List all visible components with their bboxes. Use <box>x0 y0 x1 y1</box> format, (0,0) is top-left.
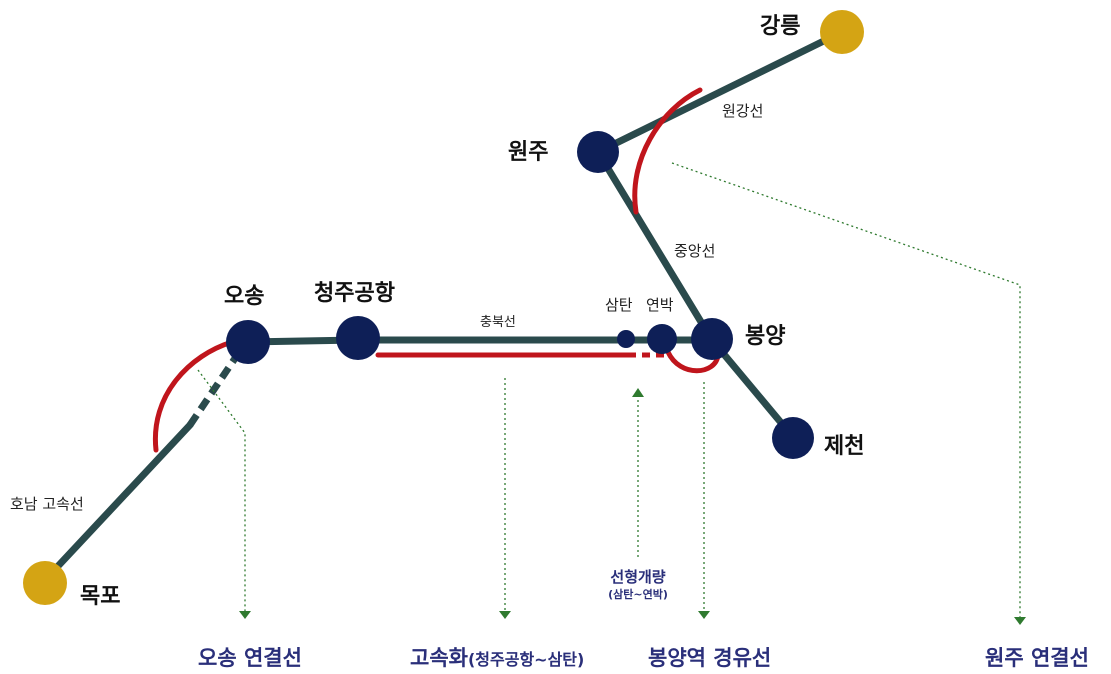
section-label-bongyang-via: 봉양역 경유선 <box>648 646 772 670</box>
bongyang-via-curve <box>665 349 721 374</box>
station-label-mokpo: 목포 <box>80 584 121 609</box>
section-label-osong-link: 오송 연결선 <box>198 646 302 670</box>
pointer-lines <box>197 162 1026 625</box>
jungang-line-south <box>708 336 797 441</box>
alignment-note: 선형개량 (삼탄~연박) <box>592 568 684 601</box>
station-cheongju-airport <box>336 316 380 360</box>
osong-connection-curve <box>152 339 235 453</box>
osong-arrowhead <box>239 611 251 619</box>
station-yeonbak <box>647 324 677 354</box>
station-jecheon <box>772 417 814 459</box>
stations <box>23 10 864 605</box>
wongang-line <box>594 28 846 156</box>
station-label-samtan: 삼탄 <box>605 296 633 314</box>
speedup-arrowhead <box>499 611 511 619</box>
wonju-pointer-line <box>671 162 1021 618</box>
station-label-bongyang: 봉양 <box>745 324 786 349</box>
station-bongyang <box>691 318 733 360</box>
section-label-wonju-link: 원주 연결선 <box>985 646 1089 670</box>
section-label-speedup: 고속화(청주공항~삼탄) <box>410 648 584 669</box>
station-mokpo <box>23 561 67 605</box>
line-label-jungang: 중앙선 <box>674 242 716 260</box>
wonju-connection-curve <box>632 87 703 215</box>
line-label-honam-hsr: 호남 고속선 <box>10 495 84 513</box>
alignment-note-main: 선형개량 <box>610 568 666 586</box>
honam-hsr-line-lower <box>41 421 194 584</box>
station-label-cheongju-airport: 청주공항 <box>314 281 395 306</box>
station-wonju <box>577 131 619 173</box>
station-label-osong: 오송 <box>224 284 265 309</box>
station-label-wonju: 원주 <box>508 140 549 165</box>
section-label-speedup-range: (청주공항~삼탄) <box>467 650 585 669</box>
station-samtan <box>617 330 635 348</box>
station-osong <box>226 320 270 364</box>
section-label-speedup-main: 고속화 <box>410 646 468 670</box>
line-label-chungbuk: 충북선 <box>480 315 516 330</box>
alignment-note-sub: (삼탄~연박) <box>608 588 668 601</box>
station-label-yeonbak: 연박 <box>646 296 674 314</box>
jungang-line-north <box>594 148 716 344</box>
station-label-gangneung: 강릉 <box>760 14 801 39</box>
bongyang-arrowhead <box>698 611 710 619</box>
line-label-wongang: 원강선 <box>722 102 764 120</box>
wonju-arrowhead <box>1014 617 1026 625</box>
new-connections <box>152 87 721 453</box>
existing-lines <box>41 28 846 584</box>
station-gangneung <box>820 10 864 54</box>
alignment-arrowhead <box>632 388 644 397</box>
osong-pointer-line <box>197 369 246 612</box>
station-label-jecheon: 제천 <box>824 434 865 459</box>
